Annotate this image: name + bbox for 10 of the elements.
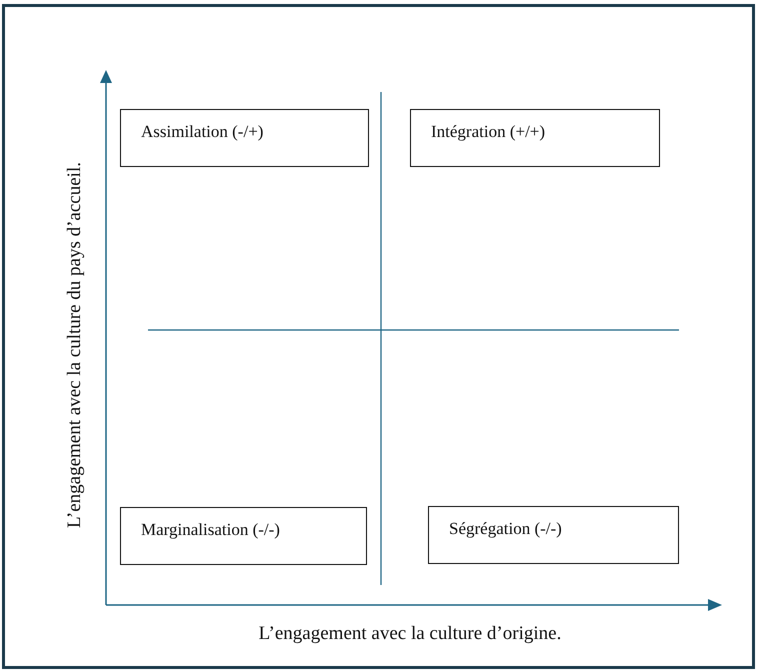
quadrant-label: Marginalisation (-/-) [141, 520, 280, 540]
axis-title: L’engagement avec la culture du pays d’accueil. [64, 162, 86, 528]
quadrant-box [120, 109, 369, 167]
quadrant-label: Ségrégation (-/-) [449, 519, 562, 539]
quadrant-box [410, 109, 660, 167]
quadrant-label: Assimilation (-/+) [141, 122, 264, 142]
quadrant-box [120, 507, 367, 565]
quadrant-box [428, 506, 679, 564]
axis-title: L’engagement avec la culture d’origine. [258, 623, 562, 645]
quadrant-label: Intégration (+/+) [431, 122, 546, 142]
